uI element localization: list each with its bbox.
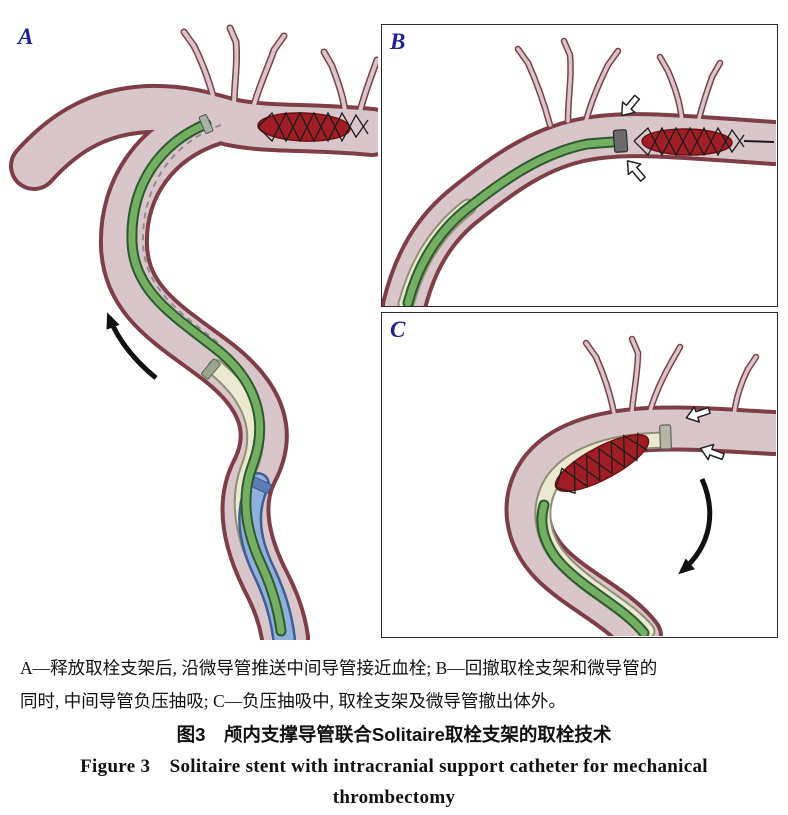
microcatheter-marker bbox=[198, 114, 214, 134]
caption-line-1: A—释放取栓支架后, 沿微导管推送中间导管接近血栓; B—回撤取栓支架和微导管的 bbox=[20, 658, 658, 678]
aspiration-arrow-bottom bbox=[620, 154, 650, 186]
panel-c-label: C bbox=[390, 317, 406, 342]
figure-title-zh: 图3 颅内支撑导管联合Solitaire取栓支架的取栓技术 bbox=[176, 724, 612, 745]
vessel bbox=[404, 41, 774, 306]
guidewire-dashed bbox=[141, 124, 223, 347]
catheter-tip-marker bbox=[612, 129, 629, 153]
figure-title-en: Figure 3 Solitaire stent with intracrani… bbox=[80, 756, 708, 777]
figure-title-en-2: thrombectomy bbox=[332, 787, 456, 808]
microcatheter bbox=[126, 118, 287, 637]
panel-a-label: A bbox=[18, 24, 34, 49]
microcatheter bbox=[402, 136, 618, 306]
stent-mesh bbox=[257, 111, 369, 143]
caption-line-2: 同时, 中间导管负压抽吸; C—负压抽吸中, 取栓支架及微导管撤出体外。 bbox=[20, 691, 566, 711]
withdraw-arrow bbox=[678, 477, 713, 575]
panel-b: B bbox=[381, 24, 778, 307]
intermediate-catheter-marker bbox=[201, 358, 221, 380]
figure-caption: A—释放取栓支架后, 沿微导管推送中间导管接近血栓; B—回撤取栓支架和微导管的… bbox=[20, 652, 768, 813]
panel-a: A bbox=[6, 16, 378, 640]
stent-mesh bbox=[633, 126, 775, 157]
thrombus bbox=[257, 112, 351, 142]
catheter-tip-marker bbox=[659, 424, 672, 450]
branch-vessels bbox=[586, 339, 756, 415]
push-arrow bbox=[106, 312, 158, 380]
panel-a-illustration bbox=[6, 16, 378, 640]
panel-c-illustration bbox=[382, 313, 776, 636]
microcatheter bbox=[536, 499, 650, 636]
branch-vessels bbox=[518, 41, 720, 125]
panel-c: C bbox=[381, 312, 778, 638]
panel-b-label: B bbox=[390, 29, 406, 54]
stent-mesh bbox=[555, 432, 648, 495]
thrombus bbox=[641, 128, 733, 156]
panel-b-illustration bbox=[382, 25, 776, 306]
